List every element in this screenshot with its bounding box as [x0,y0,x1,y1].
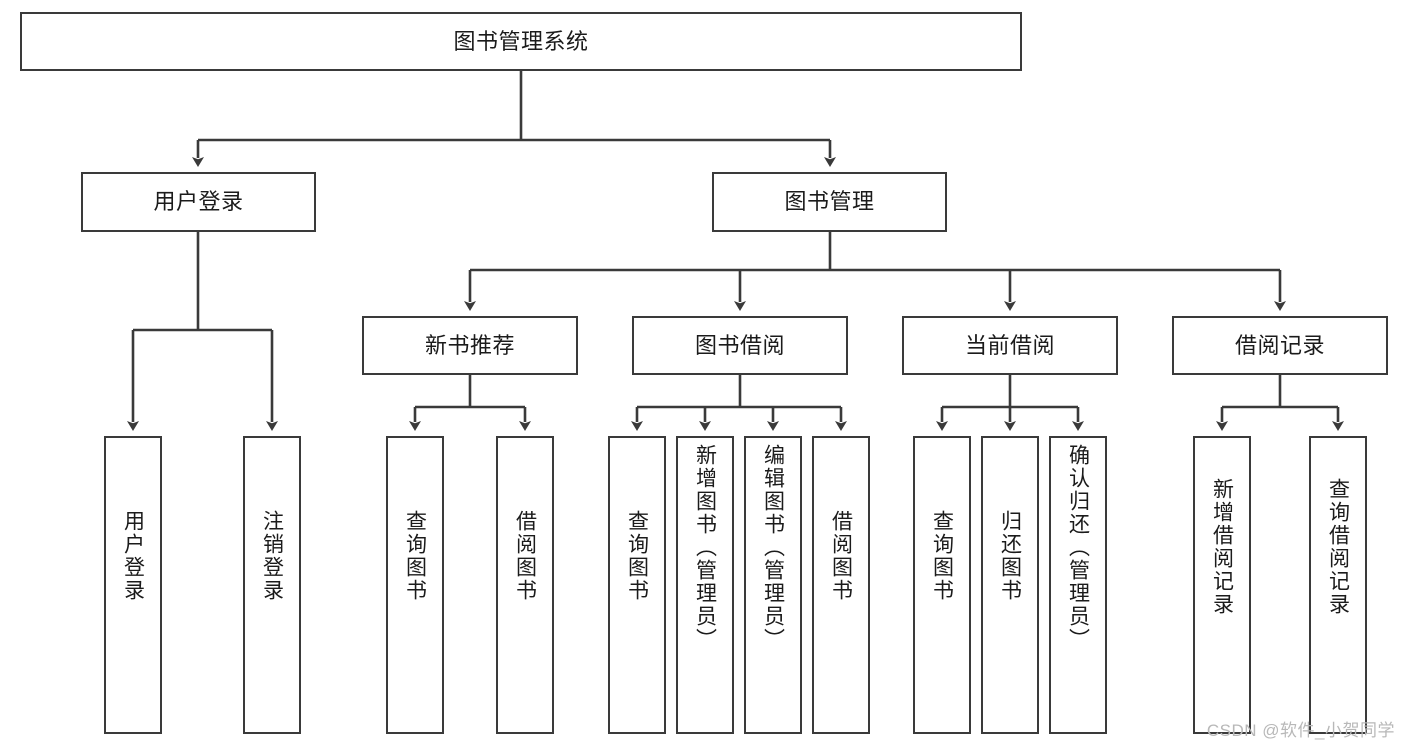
node-current-borrow[interactable]: 当前借阅 [902,316,1118,375]
leaf-query-book-3[interactable]: 查询图书 [913,436,971,734]
leaf-borrow-book-1[interactable]: 借阅图书 [496,436,554,734]
leaf-logout-label: 注销登录 [260,510,284,602]
leaf-edit-book-admin[interactable]: 编辑图书（管理员） [744,436,802,734]
leaf-borrow-book-2-label: 借阅图书 [829,510,853,602]
leaf-confirm-return-admin[interactable]: 确认归还（管理员） [1049,436,1107,734]
node-user-login[interactable]: 用户登录 [81,172,316,232]
leaf-return-book[interactable]: 归还图书 [981,436,1039,734]
node-current-borrow-label: 当前借阅 [964,332,1055,358]
leaf-borrow-book-1-label: 借阅图书 [513,510,537,602]
csdn-watermark: CSDN @软件_小贺同学 [1206,721,1395,740]
node-user-login-label: 用户登录 [153,189,244,215]
leaf-query-book-2-label: 查询图书 [625,510,649,602]
leaf-add-borrow-record-label: 新增借阅记录 [1210,478,1234,616]
leaf-return-book-label: 归还图书 [998,510,1022,602]
leaf-logout[interactable]: 注销登录 [243,436,301,734]
leaf-edit-book-admin-label: 编辑图书（管理员） [761,444,785,651]
node-borrow-record-label: 借阅记录 [1234,332,1325,358]
node-new-book-recommend[interactable]: 新书推荐 [362,316,578,375]
node-root-label: 图书管理系统 [453,28,589,54]
node-book-management[interactable]: 图书管理 [712,172,947,232]
leaf-borrow-book-2[interactable]: 借阅图书 [812,436,870,734]
leaf-add-book-admin[interactable]: 新增图书（管理员） [676,436,734,734]
leaf-query-borrow-record-label: 查询借阅记录 [1326,478,1350,616]
leaf-query-book-3-label: 查询图书 [930,510,954,602]
node-root-book-management-system[interactable]: 图书管理系统 [20,12,1022,71]
node-book-borrow-label: 图书借阅 [694,332,785,358]
leaf-confirm-return-admin-label: 确认归还（管理员） [1066,444,1090,651]
leaf-query-book-1-label: 查询图书 [403,510,427,602]
leaf-user-login-label: 用户登录 [121,510,145,602]
node-new-book-recommend-label: 新书推荐 [424,332,515,358]
leaf-query-book-1[interactable]: 查询图书 [386,436,444,734]
node-borrow-record[interactable]: 借阅记录 [1172,316,1388,375]
node-book-borrow[interactable]: 图书借阅 [632,316,848,375]
leaf-query-book-2[interactable]: 查询图书 [608,436,666,734]
node-book-management-label: 图书管理 [784,189,875,215]
leaf-query-borrow-record[interactable]: 查询借阅记录 [1309,436,1367,734]
leaf-add-book-admin-label: 新增图书（管理员） [693,444,717,651]
leaf-add-borrow-record[interactable]: 新增借阅记录 [1193,436,1251,734]
leaf-user-login[interactable]: 用户登录 [104,436,162,734]
